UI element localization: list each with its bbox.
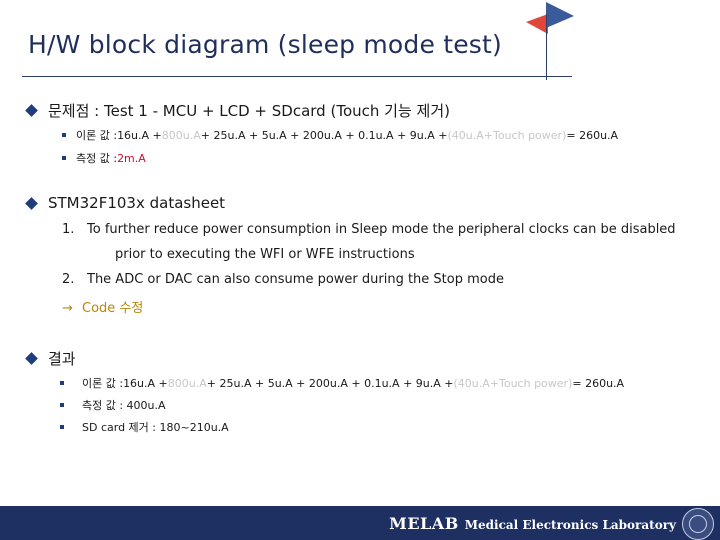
theory-removed-1: 800u.A	[167, 376, 207, 390]
footer-lab-name: MELAB Medical Electronics Laboratory	[389, 514, 676, 533]
result-measure-text: 측정 값 : 400u.A	[82, 399, 166, 412]
theory-label: 이론 값 :	[76, 129, 118, 142]
square-bullet-icon	[60, 403, 64, 407]
section-problem: 문제점 : Test 1 - MCU + LCD + SDcard (Touch…	[24, 100, 450, 121]
theory-label: 이론 값 :	[82, 377, 124, 390]
measure-label: 측정 값 :	[76, 152, 118, 165]
lab-full-name: Medical Electronics Laboratory	[464, 518, 676, 532]
item-1-text: To further reduce power consumption in S…	[87, 222, 676, 237]
result-sdcard-text: SD card 제거 : 180~210u.A	[82, 421, 229, 434]
code-fix-line: → Code 수정	[62, 297, 143, 316]
diamond-bullet-icon	[25, 104, 38, 117]
page-title: H/W block diagram (sleep mode test)	[28, 30, 502, 59]
theory-removed-2: (40u.A+Touch power)	[447, 128, 567, 142]
theory-part-b: + 25u.A + 5u.A + 200u.A + 0.1u.A + 9u.A …	[200, 128, 448, 142]
diamond-bullet-icon	[25, 196, 38, 210]
theory-removed-1: 800u.A	[161, 128, 201, 142]
section-datasheet: STM32F103x datasheet	[24, 194, 225, 212]
item-number: 2.	[62, 272, 75, 287]
theory-removed-2: (40u.A+Touch power)	[453, 376, 573, 390]
footer-bar: MELAB Medical Electronics Laboratory	[0, 506, 720, 540]
section-datasheet-heading: STM32F103x datasheet	[48, 194, 226, 212]
section-result: 결과	[24, 348, 76, 369]
title-vertical-rule	[546, 14, 547, 80]
diamond-bullet-icon	[25, 352, 38, 365]
result-theory-line: 이론 값 : 16u.A + 800u.A + 25u.A + 5u.A + 2…	[60, 375, 624, 391]
theory-part-b: + 25u.A + 5u.A + 200u.A + 0.1u.A + 9u.A …	[206, 376, 454, 390]
datasheet-item-1: 1. To further reduce power consumption in…	[62, 222, 676, 237]
problem-theory-line: 이론 값 : 16u.A + 800u.A + 25u.A + 5u.A + 2…	[62, 127, 618, 143]
datasheet-item-2: 2. The ADC or DAC can also consume power …	[62, 272, 504, 287]
result-sdcard-line: SD card 제거 : 180~210u.A	[60, 419, 229, 435]
datasheet-item-1-continuation: prior to executing the WFI or WFE instru…	[115, 247, 415, 262]
problem-measure-line: 측정 값 : 2m.A	[62, 150, 146, 166]
theory-part-a: 16u.A +	[123, 376, 168, 390]
lab-short-name: MELAB	[389, 514, 459, 533]
square-bullet-icon	[62, 133, 66, 137]
square-bullet-icon	[60, 381, 64, 385]
university-seal-icon	[682, 508, 714, 540]
section-result-heading: 결과	[48, 350, 76, 368]
arrow-right-icon: →	[62, 301, 73, 316]
theory-part-a: 16u.A +	[117, 128, 162, 142]
code-fix-text: Code 수정	[82, 301, 144, 316]
theory-part-c: = 260u.A	[572, 376, 625, 390]
square-bullet-icon	[60, 425, 64, 429]
result-measure-line: 측정 값 : 400u.A	[60, 397, 166, 413]
square-bullet-icon	[62, 156, 66, 160]
corner-decoration-icon	[526, 2, 574, 34]
measure-value: 2m.A	[117, 151, 146, 165]
section-problem-heading: 문제점 : Test 1 - MCU + LCD + SDcard (Touch…	[48, 102, 450, 120]
theory-part-c: = 260u.A	[566, 128, 619, 142]
title-underline	[22, 76, 572, 77]
item-number: 1.	[62, 222, 75, 237]
item-2-text: The ADC or DAC can also consume power du…	[87, 272, 504, 287]
